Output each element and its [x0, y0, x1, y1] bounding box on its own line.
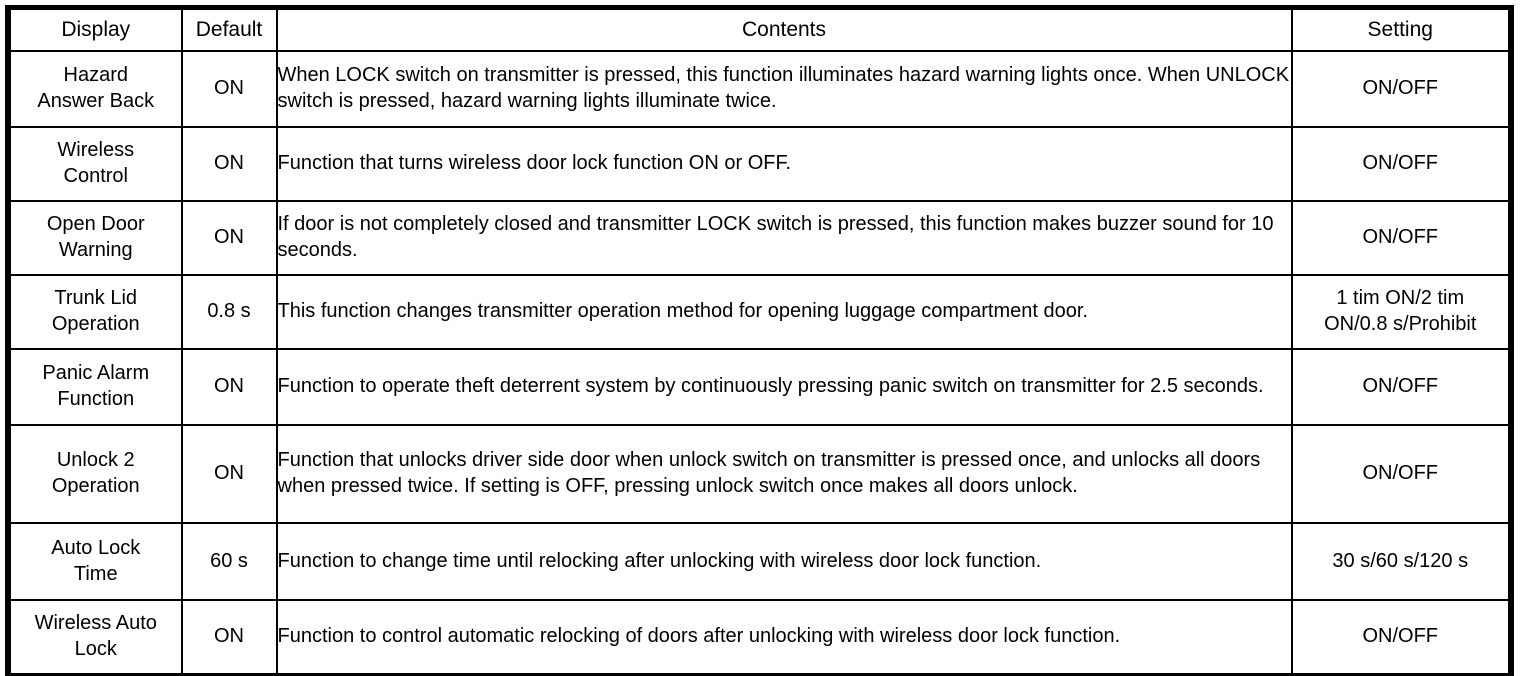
cell-setting: 1 tim ON/2 tim ON/0.8 s/Prohibit: [1290, 274, 1511, 350]
cell-display: Open Door Warning: [8, 200, 183, 276]
cell-default: ON: [180, 348, 278, 426]
table-row: Wireless Auto Lock ON Function to contro…: [8, 599, 1511, 676]
table-row: Auto Lock Time 60 s Function to change t…: [8, 522, 1511, 601]
cell-setting: 30 s/60 s/120 s: [1290, 522, 1511, 601]
cell-default: 60 s: [180, 522, 278, 601]
cell-default: ON: [180, 126, 278, 202]
cell-contents: Function to operate theft deterrent syst…: [275, 348, 1293, 426]
cell-setting: ON/OFF: [1290, 348, 1511, 426]
table-body: Hazard Answer Back ON When LOCK switch o…: [8, 50, 1511, 676]
wireless-door-lock-settings-table: Display Default Contents Setting Hazard …: [5, 5, 1514, 676]
table-row: Wireless Control ON Function that turns …: [8, 126, 1511, 202]
cell-default: 0.8 s: [180, 274, 278, 350]
column-header-setting: Setting: [1290, 8, 1511, 52]
cell-display: Auto Lock Time: [8, 522, 183, 601]
cell-default: ON: [180, 200, 278, 276]
table-row: Hazard Answer Back ON When LOCK switch o…: [8, 50, 1511, 128]
cell-contents: When LOCK switch on transmitter is press…: [275, 50, 1293, 128]
cell-contents: If door is not completely closed and tra…: [275, 200, 1293, 276]
cell-display: Trunk Lid Operation: [8, 274, 183, 350]
cell-display: Unlock 2 Operation: [8, 424, 183, 524]
column-header-contents: Contents: [275, 8, 1293, 52]
cell-setting: ON/OFF: [1290, 424, 1511, 524]
table-row: Trunk Lid Operation 0.8 s This function …: [8, 274, 1511, 350]
cell-display: Hazard Answer Back: [8, 50, 183, 128]
cell-setting: ON/OFF: [1290, 599, 1511, 676]
cell-default: ON: [180, 424, 278, 524]
cell-display: Wireless Control: [8, 126, 183, 202]
cell-default: ON: [180, 599, 278, 676]
cell-display: Wireless Auto Lock: [8, 599, 183, 676]
cell-display: Panic Alarm Function: [8, 348, 183, 426]
table-header: Display Default Contents Setting: [8, 8, 1511, 52]
cell-contents: Function to control automatic relocking …: [275, 599, 1293, 676]
cell-contents: This function changes transmitter operat…: [275, 274, 1293, 350]
table-header-row: Display Default Contents Setting: [8, 8, 1511, 52]
cell-default: ON: [180, 50, 278, 128]
cell-contents: Function that unlocks driver side door w…: [275, 424, 1293, 524]
cell-contents: Function to change time until relocking …: [275, 522, 1293, 601]
table-row: Panic Alarm Function ON Function to oper…: [8, 348, 1511, 426]
column-header-default: Default: [180, 8, 278, 52]
cell-contents: Function that turns wireless door lock f…: [275, 126, 1293, 202]
settings-table-container: Display Default Contents Setting Hazard …: [5, 5, 1514, 676]
cell-setting: ON/OFF: [1290, 50, 1511, 128]
column-header-display: Display: [8, 8, 183, 52]
table-row: Open Door Warning ON If door is not comp…: [8, 200, 1511, 276]
cell-setting: ON/OFF: [1290, 200, 1511, 276]
table-row: Unlock 2 Operation ON Function that unlo…: [8, 424, 1511, 524]
cell-setting: ON/OFF: [1290, 126, 1511, 202]
